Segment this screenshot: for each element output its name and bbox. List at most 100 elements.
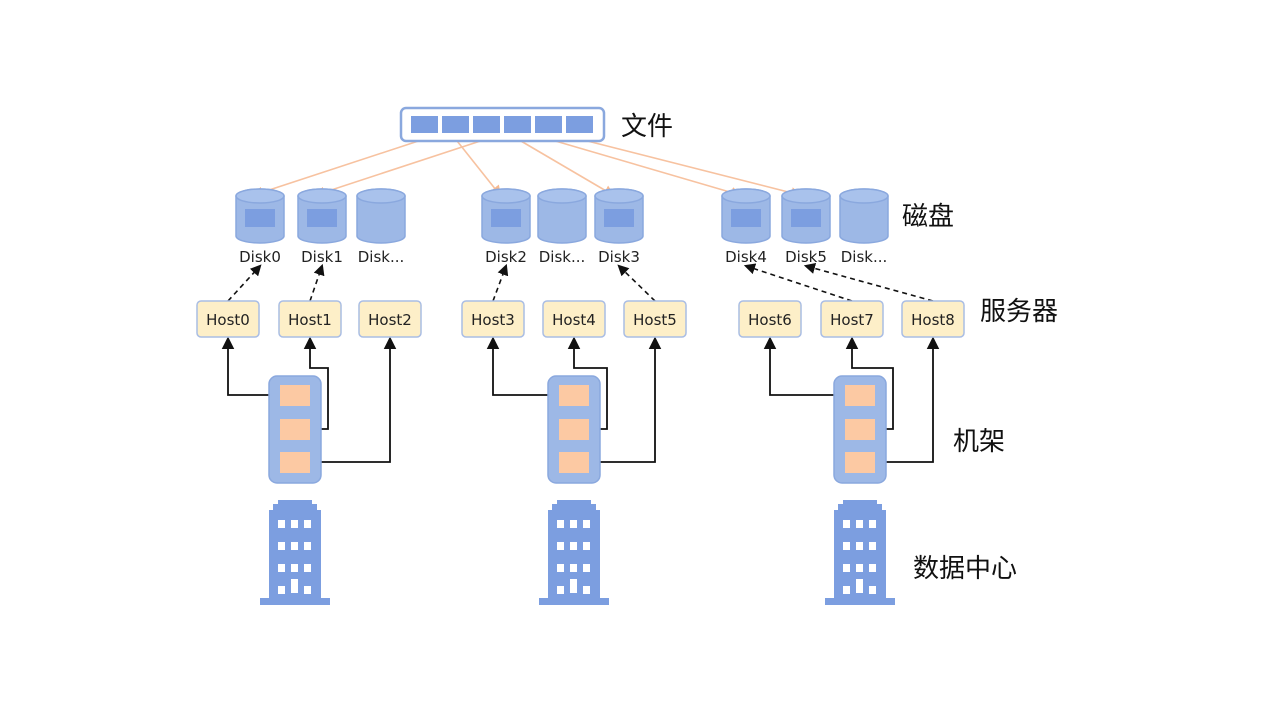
building-door (291, 579, 298, 593)
rack-to-host-edge (763, 336, 845, 396)
building-window (869, 520, 876, 528)
host-box (820, 300, 884, 338)
rack-to-host-edge (310, 336, 397, 463)
datacenter-building-icon (260, 500, 330, 605)
host-to-disk-edge (227, 264, 262, 302)
disk-label: Disk2 (485, 248, 527, 266)
disk-top (594, 188, 644, 204)
rack-slot (845, 452, 875, 473)
host-box (196, 300, 260, 338)
building-window (557, 520, 564, 528)
building-window (278, 564, 285, 572)
building-window (843, 586, 850, 594)
building-door (570, 579, 577, 593)
host: Host2 (358, 300, 422, 338)
host: Host8 (901, 300, 965, 338)
disk: Disk... (839, 188, 889, 266)
disk: Disk1 (297, 188, 347, 266)
host-to-disk-edge (617, 264, 656, 302)
disk: Disk4 (721, 188, 771, 266)
building-window (843, 564, 850, 572)
host-to-disk-edge (492, 263, 509, 302)
disk-top (537, 188, 587, 204)
building-window (304, 564, 311, 572)
disk: Disk0 (235, 188, 285, 266)
disk-top (297, 188, 347, 204)
building-window (869, 564, 876, 572)
disk-label: Disk5 (785, 248, 827, 266)
host-box (901, 300, 965, 338)
disk: Disk5 (781, 188, 831, 266)
edges-layer (221, 138, 940, 463)
building-window (291, 520, 298, 528)
host-label: Host4 (552, 311, 596, 329)
disk-label: Disk... (539, 248, 586, 266)
host-label: Host1 (288, 311, 332, 329)
host-box (461, 300, 525, 338)
disk-top (721, 188, 771, 204)
host-label: Host0 (206, 311, 250, 329)
disk: Disk... (356, 188, 406, 266)
rack-slot (559, 385, 589, 406)
host-to-disk-edge (309, 263, 325, 302)
building-window (869, 542, 876, 550)
disk-label: Disk0 (239, 248, 281, 266)
rack (833, 375, 887, 484)
building-door (856, 579, 863, 593)
host-label: Host6 (748, 311, 792, 329)
file-to-disk-edge (313, 138, 487, 198)
host-label: Host3 (471, 311, 515, 329)
file-to-disk-edge (548, 138, 743, 198)
building-window (291, 564, 298, 572)
host-box (738, 300, 802, 338)
building-window (583, 520, 590, 528)
building-window (869, 586, 876, 594)
disk-data-block (307, 209, 337, 227)
rack-to-host-edge (221, 336, 280, 396)
rack-slot (280, 385, 310, 406)
rack-to-host-edge (303, 336, 329, 430)
disk: Disk... (537, 188, 587, 266)
disk-top (356, 188, 406, 204)
file-node (399, 106, 606, 143)
disk-label: Disk... (358, 248, 405, 266)
building-window (570, 520, 577, 528)
disk-data-block (491, 209, 521, 227)
file-block (504, 116, 531, 133)
disk-label: Disk3 (598, 248, 640, 266)
disk-top (781, 188, 831, 204)
disks-layer: Disk0 Disk1 Disk... Disk2 Disk... Disk3 Disk4 D… (235, 188, 889, 266)
disk-label: Disk4 (725, 248, 767, 266)
disk: Disk3 (594, 188, 644, 266)
file-block (442, 116, 469, 133)
host: Host4 (542, 300, 606, 338)
building-window (570, 542, 577, 550)
host: Host3 (461, 300, 525, 338)
building-window (583, 564, 590, 572)
file-block (473, 116, 500, 133)
disk-label: Disk1 (301, 248, 343, 266)
host-label: Host2 (368, 311, 412, 329)
host-to-disk-edge (803, 262, 934, 302)
host-to-disk-edge (743, 263, 853, 302)
disk-data-block (245, 209, 275, 227)
building-body (825, 500, 895, 605)
host: Host5 (623, 300, 687, 338)
host: Host1 (278, 300, 342, 338)
rack-slot (559, 419, 589, 440)
rack-slot (559, 452, 589, 473)
building-body (539, 500, 609, 605)
file-block (535, 116, 562, 133)
rack-slot (280, 452, 310, 473)
file-block (411, 116, 438, 133)
host: Host0 (196, 300, 260, 338)
building-window (583, 542, 590, 550)
building-window (304, 520, 311, 528)
building-window (291, 542, 298, 550)
building-window (557, 586, 564, 594)
file-to-disk-edge (454, 138, 502, 197)
layer-label-file: 文件 (621, 112, 673, 142)
host-label: Host5 (633, 311, 677, 329)
